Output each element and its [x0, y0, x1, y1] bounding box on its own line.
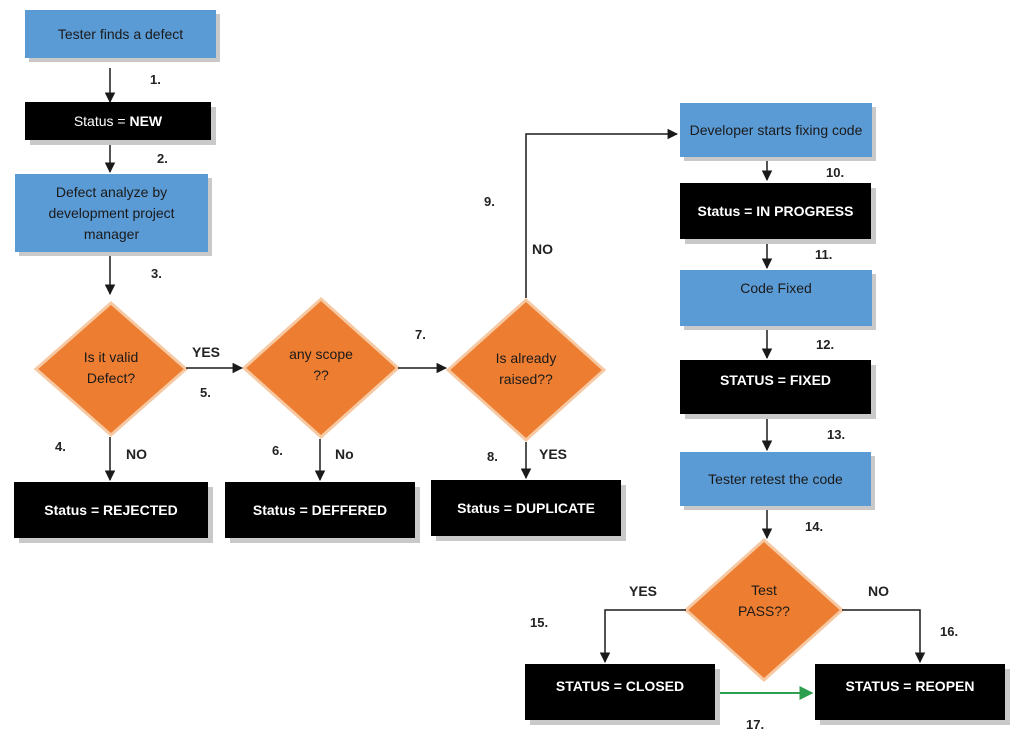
step-number: 9.: [484, 194, 495, 209]
edge-label-valid-no: NO: [126, 446, 147, 462]
edge-label-test-yes: YES: [629, 583, 658, 599]
step-number: 1.: [150, 72, 161, 87]
status-in-progress-box: Status = IN PROGRESS: [680, 183, 871, 239]
tester-finds-defect-box: Tester finds a defect: [25, 10, 216, 58]
status-rejected-box: Status = REJECTED: [14, 482, 208, 538]
step-number: 11.: [815, 247, 833, 262]
edge-label-test-no: NO: [868, 583, 889, 599]
step-number: 7.: [415, 327, 426, 342]
decision-scope-diamond: [241, 296, 401, 440]
status-new-box: Status = NEW: [25, 102, 211, 140]
status-reopen-box: STATUS = REOPEN: [815, 664, 1005, 720]
developer-starts-box: Developer starts fixing code: [680, 103, 872, 157]
arrow-15: [599, 609, 686, 664]
step-number: 12.: [816, 337, 835, 352]
step-number: 5.: [200, 385, 211, 400]
status-fixed-box: STATUS = FIXED: [680, 360, 871, 414]
decision-valid-text: Is it valid Defect?: [83, 349, 139, 386]
status-new-value: NEW: [129, 112, 163, 129]
step-number: 16.: [940, 624, 959, 639]
decision-raised-diamond: [445, 297, 607, 443]
decision-test-diamond: [683, 537, 845, 683]
step-number: 10.: [826, 165, 845, 180]
tester-retest-box: Tester retest the code: [680, 452, 871, 506]
arrow-16: [842, 609, 926, 664]
edge-label-raised-no: NO: [532, 241, 553, 257]
step-number: 15.: [530, 615, 549, 630]
status-deffered-box: Status = DEFFERED: [225, 482, 415, 538]
step-number: 2.: [157, 151, 168, 166]
step-number: 6.: [272, 443, 283, 458]
step-number: 3.: [151, 266, 162, 281]
status-duplicate-box: Status = DUPLICATE: [431, 480, 621, 536]
step-number: 17.: [746, 717, 765, 732]
status-closed-box: STATUS = CLOSED: [525, 664, 715, 720]
step-number: 14.: [805, 519, 824, 534]
decision-test-text: Test PASS??: [738, 582, 790, 619]
edge-label-valid-yes: YES: [192, 344, 221, 360]
decision-scope-text: any scope ??: [289, 346, 353, 383]
step-number: 8.: [487, 449, 498, 464]
decision-raised-text: Is already raised??: [495, 350, 557, 387]
step-number: 13.: [827, 427, 846, 442]
arrow-9: [525, 128, 679, 298]
edge-label-scope-no: No: [335, 446, 354, 462]
code-fixed-box: Code Fixed: [680, 270, 872, 326]
step-number: 4.: [55, 439, 66, 454]
decision-valid-diamond: [33, 301, 189, 437]
edge-label-raised-yes: YES: [539, 446, 568, 462]
status-new-prefix: Status =: [73, 112, 130, 129]
defect-analyze-box: Defect analyze by development project ma…: [15, 174, 208, 252]
